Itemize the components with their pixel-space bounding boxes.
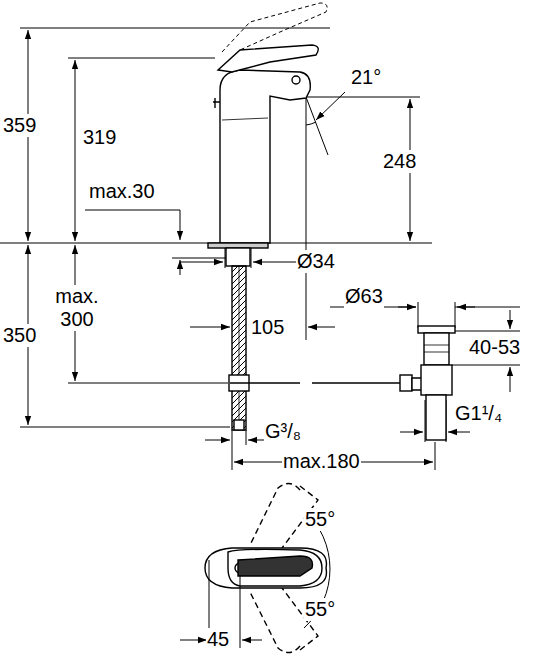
- diameter-label: Ø63: [344, 285, 384, 308]
- angle-label: 21°: [350, 66, 382, 89]
- diameter-label: Ø34: [296, 250, 336, 273]
- angle-label: 55°: [304, 508, 336, 531]
- faucet-body: [208, 3, 327, 430]
- dimension-label: max.180: [282, 450, 361, 473]
- dimension-248: 248: [382, 150, 417, 173]
- thread-size: G1¹/₄: [454, 402, 503, 425]
- dimension-45: 45: [206, 628, 230, 651]
- dimension-label: max. 300: [48, 285, 106, 331]
- dimension-lines: [0, 28, 520, 470]
- angle-label: 55°: [304, 598, 336, 621]
- dimension-319: 319: [82, 126, 117, 149]
- dimension-range: 40-53: [468, 336, 521, 359]
- thread-size: G³/₈: [264, 420, 302, 443]
- dimension-359: 359: [2, 114, 37, 137]
- dimension-350: 350: [2, 324, 37, 347]
- dimension-label: max.30: [88, 180, 156, 203]
- dimension-105: 105: [250, 316, 285, 339]
